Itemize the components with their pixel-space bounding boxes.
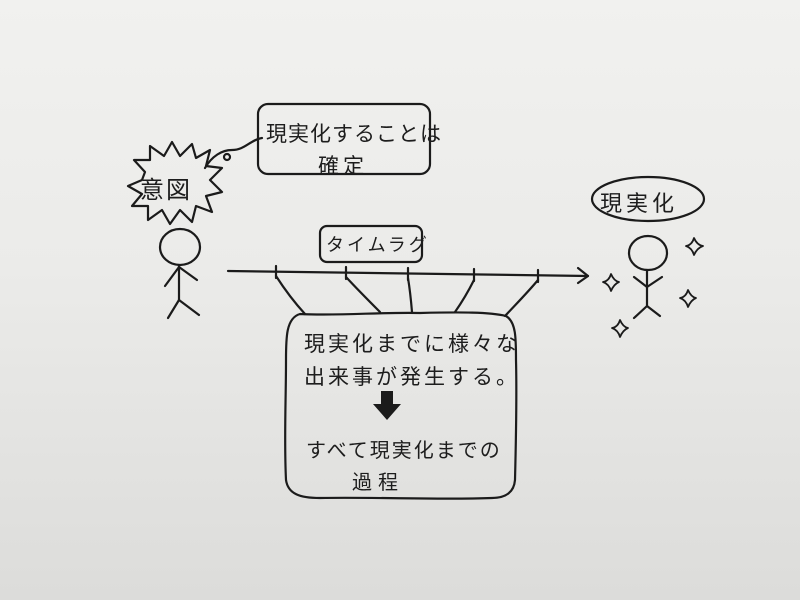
timelag-box xyxy=(318,224,424,264)
process-text-line1: すべて現実化までの xyxy=(306,438,502,462)
tick-connectors xyxy=(274,274,540,318)
thought-connector-dot xyxy=(222,152,232,162)
realize-oval xyxy=(590,175,706,223)
intent-label: 意図 xyxy=(140,176,192,204)
certain-box xyxy=(256,102,432,176)
timeline-arrow-head xyxy=(576,266,590,285)
down-arrow-icon xyxy=(373,391,401,420)
events-box xyxy=(284,311,518,500)
process-text-line2: 過程 xyxy=(352,470,404,494)
realize-label: 現実化 xyxy=(600,192,679,217)
events-text-line2: 出来事が発生する。 xyxy=(304,365,520,389)
thought-connector xyxy=(203,136,264,170)
right-stick-figure xyxy=(627,234,669,320)
certain-text-line2: 確定 xyxy=(318,154,368,178)
events-text-line1: 現実化までに様々な xyxy=(304,332,520,356)
certain-text-line1: 現実化することは xyxy=(266,122,442,146)
intent-burst-outline xyxy=(126,140,224,226)
timelag-label: タイムラグ xyxy=(326,235,430,256)
left-stick-figure xyxy=(158,227,202,320)
sparkle-icon xyxy=(602,237,704,338)
